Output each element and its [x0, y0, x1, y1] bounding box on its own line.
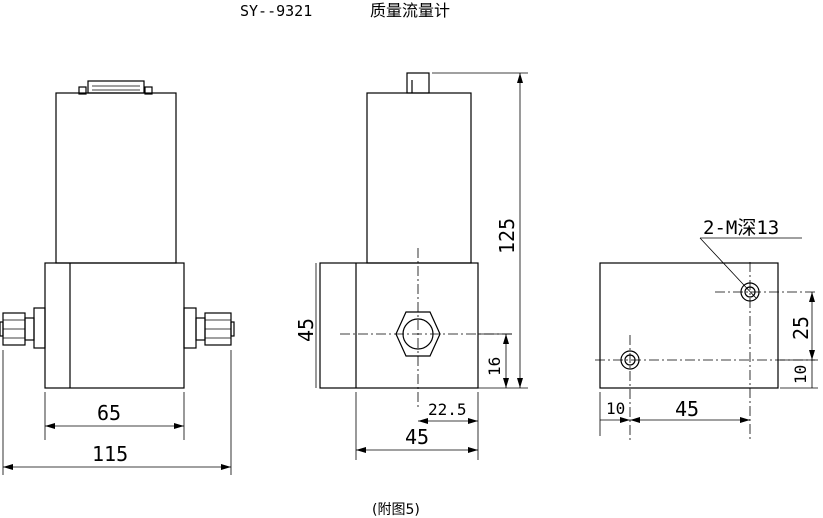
dimension-edge-x: 10	[606, 399, 625, 418]
drawing-model-number: SY--9321	[240, 2, 312, 20]
dimension-hole-y: 25	[789, 316, 813, 340]
dimension-port-height: 16	[485, 357, 504, 376]
dimension-body-width: 45	[405, 425, 429, 449]
dimension-body-width: 65	[97, 401, 121, 425]
dimension-total-height: 125	[495, 218, 519, 254]
hole-specification-note: 2-M深13	[703, 217, 779, 239]
dimension-edge-y: 10	[791, 365, 810, 384]
front-view: 65 115	[0, 80, 235, 475]
dimension-hole-x: 45	[675, 397, 699, 421]
side-view: 45 125 16 22.5 45	[294, 72, 528, 460]
dimension-total-width: 115	[92, 442, 128, 466]
dimension-body-height: 45	[294, 318, 318, 342]
dimension-port-offset: 22.5	[428, 400, 467, 419]
figure-caption: (附图5)	[372, 502, 420, 518]
bottom-view: 2-M深13 25 10 10 45	[595, 217, 818, 440]
drawing-product-name: 质量流量计	[370, 1, 450, 20]
